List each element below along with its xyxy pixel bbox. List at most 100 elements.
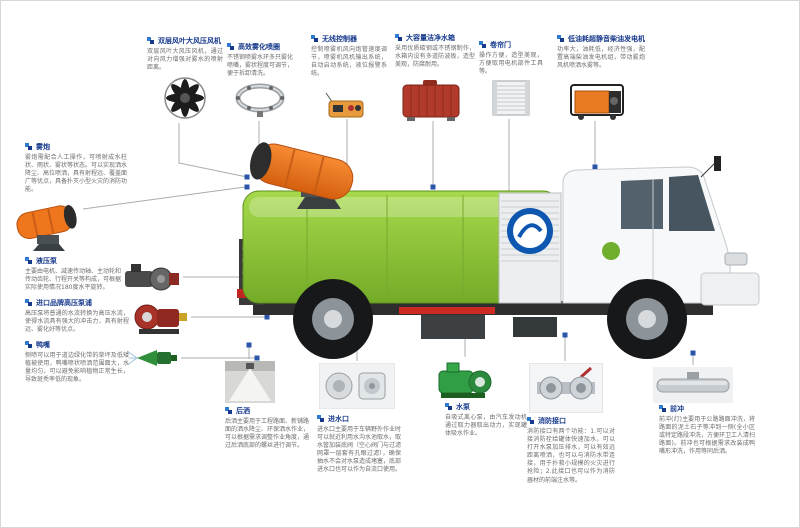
truck-roller-door-cabinet [498, 192, 562, 304]
truck-front-wheel [607, 279, 687, 359]
water-tank-image [399, 77, 463, 123]
spray-ring-image [233, 79, 287, 119]
callout-desc: 功率大，油耗低，经济性强，配置高端柴油发电机组，带动雾炮风机喷洒水雾等。 [557, 46, 645, 70]
callout-title-text: 鸭嘴 [36, 341, 50, 349]
callout-desc: 主要由电机、减速传动轴、主动轮和传动齿轮、行程开关等构成，可根据实际使用情况18… [25, 268, 122, 292]
callout-title-text: 消防接口 [538, 417, 566, 425]
callout-title: 进口品牌高压泵浦 [25, 299, 129, 308]
callout-desc: 前冲(灯)主要用于公路路面冲洗，将路面的泥土石子等冲到一侧(全小区或特定路段冲洗… [659, 416, 756, 456]
callout-title: 水泵 [445, 403, 527, 412]
side-window [621, 179, 663, 229]
callout-desc: 双层风叶大风压风机，通过对向风力增强对雾水的喷射距离。 [147, 48, 223, 72]
bullet-squares-icon [311, 35, 320, 44]
bullet-squares-icon [557, 35, 566, 44]
bullet-squares-icon [25, 257, 34, 266]
callout-desc: 后洒主要用于工程路面、新铺路面的洒水降尘、环保洒水作业，可以根据需求调整作业角度… [225, 418, 310, 450]
truck [237, 142, 760, 359]
callout-desc: 侧喷可以用于道边绿化带的草坪及低矮植被使用，鸭嘴喷状喷洒范围面大，水量均匀，可以… [25, 352, 129, 384]
bullet-squares-icon [395, 34, 404, 43]
callout-remote-controller: 无线控制器 控制喷雾机风向炮管速度调节，喷雾机风机输出系统，自动启动系统，液位报… [311, 35, 387, 78]
bullet-squares-icon [25, 341, 34, 350]
bullet-squares-icon [479, 41, 488, 50]
truck-fog-cannon [249, 142, 354, 209]
bullet-squares-icon [25, 143, 34, 152]
fog-cannon-image [11, 197, 81, 253]
callout-hydraulic-pump: 液压泵 主要由电机、减速传动轴、主动轮和传动齿轮、行程开关等构成，可根据实际使用… [25, 257, 121, 292]
mirror [714, 156, 721, 171]
fire-coupling-image [529, 363, 603, 413]
duckbill-image [127, 339, 179, 377]
callout-desc: 雾炮需配合人工操作，可喷射成水柱状、雨状、雾状等状态。可以实现洒水降尘、高位喷洒… [25, 154, 128, 194]
callout-desc: 不锈钢喷雾水环多只雾化喷嘴，雾状程度可调节，便于拆卸清洗。 [227, 54, 294, 78]
callout-title: 大容量洁净水箱 [395, 34, 475, 43]
headlight [724, 252, 748, 266]
generator-image [567, 81, 627, 121]
callout-title: 前冲 [659, 405, 755, 414]
water-inlet-image [319, 363, 395, 409]
truck-side-guard [399, 307, 495, 314]
callout-desc: 进水口主要用于车辆野外作业时可以就近利用水沟水池取水，取水管加装底阀（空心阀门与… [317, 426, 402, 474]
callout-title: 低油耗超静音柴油发电机 [557, 35, 645, 44]
callout-title: 消防接口 [527, 417, 615, 426]
bullet-squares-icon [25, 299, 34, 308]
bullet-squares-icon [227, 43, 236, 52]
callout-title: 雾炮 [25, 143, 127, 152]
truck-rear-wheel [293, 279, 373, 359]
water-pump-image [437, 359, 493, 401]
callout-title-text: 水泵 [456, 403, 470, 411]
truck-tank [242, 190, 560, 304]
callout-title: 无线控制器 [311, 35, 387, 44]
callout-title-text: 低油耗超静音柴油发电机 [568, 35, 645, 43]
callout-fog-cannon: 雾炮 雾炮需配合人工操作，可喷射成水柱状、雨状、雾状等状态。可以实现洒水降尘、高… [25, 143, 127, 194]
bullet-squares-icon [317, 415, 326, 424]
callout-title: 高效雾化喷圈 [227, 43, 293, 52]
callout-water-inlet: 进水口 进水口主要用于车辆野外作业时可以就近利用水沟水池取水，取水管加装底阀（空… [317, 415, 401, 475]
brand-logo [507, 208, 553, 254]
bullet-squares-icon [147, 37, 156, 46]
callout-title: 液压泵 [25, 257, 121, 266]
callout-title-text: 双层风叶大风压风机 [158, 37, 221, 45]
bullet-squares-icon [225, 407, 234, 416]
callout-title: 进水口 [317, 415, 401, 424]
bullet-squares-icon [659, 405, 668, 414]
callout-pressure-pump: 进口品牌高压泵浦 高压泵将普通的水流转换为高压水流，使得水流具有强大的冲击力，具… [25, 299, 129, 334]
callout-title-text: 雾炮 [36, 143, 50, 151]
callout-title: 鸭嘴 [25, 341, 129, 350]
pressure-pump-image [131, 297, 189, 337]
callout-title: 双层风叶大风压风机 [147, 37, 223, 46]
callout-title-text: 进水口 [328, 415, 349, 423]
hydraulic-pump-image [123, 257, 181, 297]
callout-water-pump: 水泵 自吸式离心泵，由汽车发动机通过取力器取出动力，实现罐体吸水作业。 [445, 403, 527, 438]
roller-door-image [487, 79, 535, 119]
callout-desc: 高压泵将普通的水流转换为高压水流，使得水流具有强大的冲击力，具有射程远、雾化好等… [25, 310, 129, 334]
callout-title-text: 前冲 [670, 405, 684, 413]
callout-duckbill: 鸭嘴 侧喷可以用于道边绿化带的草坪及低矮植被使用，鸭嘴喷状喷洒范围面大，水量均匀… [25, 341, 129, 384]
callout-title: 后洒 [225, 407, 309, 416]
callout-desc: 自吸式离心泵，由汽车发动机通过取力器取出动力，实现罐体吸水作业。 [445, 414, 527, 438]
callout-front-flush: 前冲 前冲(灯)主要用于公路路面冲洗，将路面的泥土石子等冲到一侧(全小区或特定路… [659, 405, 755, 456]
callout-rear-spray: 后洒 后洒主要用于工程路面、新铺路面的洒水降尘、环保洒水作业，可以根据需求调整作… [225, 407, 309, 450]
bullet-squares-icon [527, 417, 536, 426]
truck-cab [562, 156, 760, 306]
callout-generator: 低油耗超静音柴油发电机 功率大，油耗低，经济性强，配置高端柴油发电机组，带动雾炮… [557, 35, 645, 70]
callout-desc: 控制喷雾机风向炮管速度调节，喷雾机风机输出系统，自动启动系统，液位报警系统。 [311, 46, 387, 78]
leader-lines [82, 119, 694, 365]
callout-desc: 操作方便，造型美观，方便取用电机部件工具等。 [479, 52, 543, 76]
callout-title-text: 液压泵 [36, 257, 57, 265]
callout-title: 卷帘门 [479, 41, 543, 50]
callout-roller-door: 卷帘门 操作方便，造型美观，方便取用电机部件工具等。 [479, 41, 543, 76]
callout-title-text: 高效雾化喷圈 [238, 43, 280, 51]
callout-desc: 采用优质碳钢或不锈钢制作，水箱内设有多道防波板，造型美观，防腐耐用。 [395, 45, 475, 69]
front-flush-image [653, 367, 733, 403]
callout-desc: 消防接口有两个功能：1.可以对接消防栓给罐体快速加水，可以打开水泵加压排水，可以… [527, 428, 615, 484]
callout-title-text: 卷帘门 [490, 41, 511, 49]
rear-spray-image [225, 361, 275, 403]
callout-fire-coupling: 消防接口 消防接口有两个功能：1.可以对接消防栓给罐体快速加水，可以打开水泵加压… [527, 417, 615, 485]
callout-title-text: 进口品牌高压泵浦 [36, 299, 92, 307]
callout-title-text: 大容量洁净水箱 [406, 34, 455, 42]
callout-spray-ring: 高效雾化喷圈 不锈钢喷雾水环多只雾化喷嘴，雾状程度可调节，便于拆卸清洗。 [227, 43, 293, 78]
bullet-squares-icon [445, 403, 454, 412]
callout-fan: 双层风叶大风压风机 双层风叶大风压风机，通过对向风力增强对雾水的喷射距离。 [147, 37, 223, 72]
